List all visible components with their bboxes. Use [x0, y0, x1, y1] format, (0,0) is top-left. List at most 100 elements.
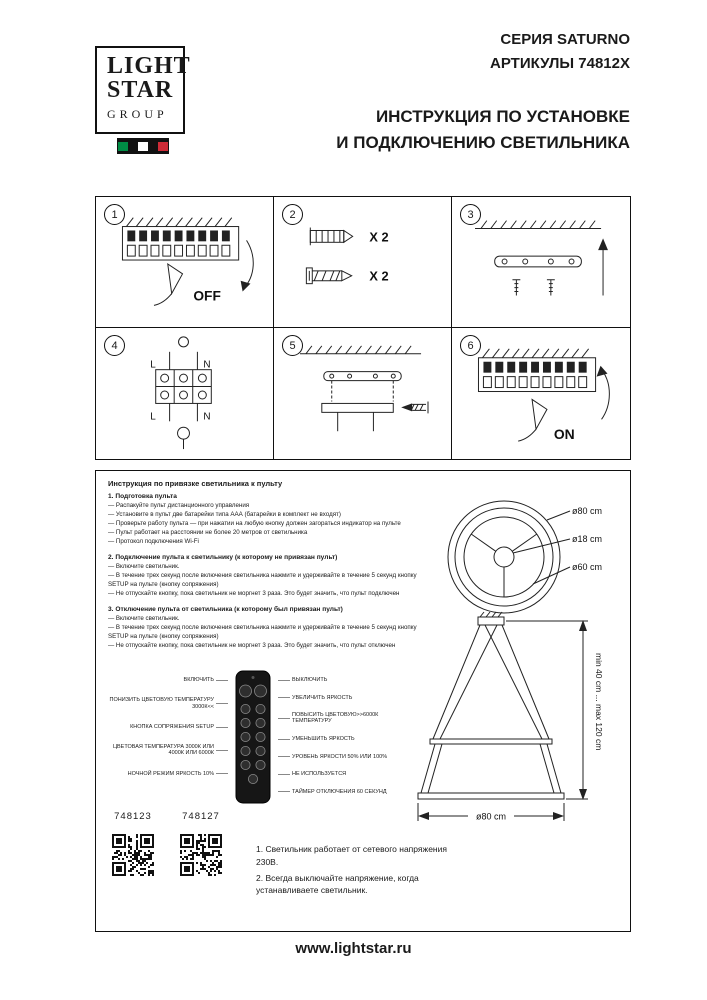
lamp-side-view-diagram: min 40 cm ... max 120 cm ø80 cm — [417, 611, 604, 822]
lamp-top-view-diagram: ø80 cm ø18 cm ø60 cm — [447, 500, 602, 614]
step-1-breaker-off: 1 OFF — [96, 197, 274, 328]
leader-line — [216, 679, 228, 681]
website-url: www.lightstar.ru — [295, 940, 412, 957]
remote-button-label-right: УРОВЕНЬ ЯРКОСТИ 50% ИЛИ 100% — [276, 754, 414, 760]
logo-word-group: GROUP — [107, 107, 168, 122]
step-number: 1 — [104, 204, 125, 225]
step-4-wiring: 4 L N L N — [96, 328, 274, 459]
pairing-instruction-item: — Включите светильник. — [108, 614, 180, 622]
safety-note: 1. Светильник работает от сетевого напря… — [256, 844, 447, 867]
step-number: 3 — [460, 204, 481, 225]
remote-button-label-right: УМЕНЬШИТЬ ЯРКОСТЬ — [276, 736, 414, 742]
remote-button-label-right: ВЫКЛЮЧИТЬ — [276, 677, 414, 683]
pairing-section-3: 3. Отключение пульта от светильника (к к… — [108, 606, 422, 651]
off-label: OFF — [193, 288, 221, 303]
leader-line — [278, 773, 290, 775]
remote-button-label-left: ВКЛЮЧИТЬ — [102, 677, 230, 683]
italian-flag-icon — [117, 138, 169, 154]
installation-steps-grid: 1 OFF 2 — [95, 196, 631, 460]
terminal-drawing: L N L N — [150, 336, 212, 450]
on-label: ON — [554, 426, 575, 442]
remote-button-label-right: ПОВЫСИТЬ ЦВЕТОВУЮ>>6000К ТЕМПЕРАТУРУ — [276, 712, 414, 725]
step-number: 2 — [282, 204, 303, 225]
curved-arrow-icon — [240, 280, 251, 292]
qr-code — [112, 834, 154, 876]
pairing-instruction-item: — Пульт работает на расстоянии не более … — [108, 528, 308, 536]
leader-line — [216, 703, 228, 705]
remote-control-icon — [235, 670, 271, 804]
safety-note: 2. Всегда выключайте напряжение, когда у… — [256, 872, 419, 896]
lightstar-logo: LIGHT STAR GROUP — [95, 46, 191, 134]
pairing-instruction-item: — Установите в пульт две батарейки типа … — [108, 510, 341, 518]
pairing-section-heading: 2. Подключение пульта к светильнику (к к… — [108, 553, 338, 561]
wire-n-bottom-label: N — [203, 411, 210, 422]
breaker-on-drawing: ON — [477, 348, 610, 442]
bottom-diameter-label: ø80 cm — [476, 812, 506, 822]
leader-line — [278, 679, 290, 681]
remote-pairing-panel: Инструкция по привязке светильника к пул… — [95, 470, 631, 932]
leader-line — [278, 738, 290, 740]
bracket-drawing — [475, 220, 608, 296]
wire-l-bottom-label: L — [150, 411, 156, 422]
dim-arrow-down-icon — [579, 789, 587, 800]
pairing-instruction-item: — Не отпускайте кнопку, пока светильник … — [108, 589, 400, 597]
step-2-fasteners: 2 X 2 X 2 — [274, 197, 452, 328]
up-arrow-icon — [598, 238, 608, 251]
fasteners-drawing: X 2 X 2 — [305, 227, 389, 285]
logo-word-star: STAR — [107, 76, 174, 103]
remote-button-label-right: ТАЙМЕР ОТКЛЮЧЕНИЯ 60 СЕКУНД — [276, 789, 414, 795]
step-number: 5 — [282, 335, 303, 356]
pairing-section-heading: 1. Подготовка пульта — [108, 493, 177, 500]
leader-line — [278, 697, 290, 699]
step-number: 6 — [460, 335, 481, 356]
qty-anchor-label: X 2 — [369, 229, 388, 244]
logo-word-light: LIGHT — [107, 53, 191, 79]
step-3-bracket: 3 — [452, 197, 630, 328]
curved-arrow-icon — [596, 365, 608, 377]
leader-line — [278, 791, 290, 793]
pointing-hand-icon — [167, 262, 184, 296]
inner-diameter-label: ø60 cm — [572, 562, 602, 572]
model-748123: 748123 — [112, 811, 154, 876]
step-5-canopy: 5 — [274, 328, 452, 459]
document-header: СЕРИЯ SATURNO АРТИКУЛЫ 74812X ИНСТРУКЦИЯ… — [336, 28, 630, 155]
step-6-breaker-on: 6 ON — [452, 328, 630, 459]
dim-arrow-left-icon — [418, 812, 429, 820]
model-number: 748127 — [182, 811, 220, 822]
outer-diameter-label: ø80 cm — [572, 506, 602, 516]
dim-arrow-up-icon — [579, 620, 587, 631]
remote-button-label-right: НЕ ИСПОЛЬЗУЕТСЯ — [276, 771, 414, 777]
pairing-instruction-item: — Включите светильник. — [108, 562, 180, 570]
hub-diameter-label: ø18 cm — [572, 534, 602, 544]
qty-screw-label: X 2 — [369, 269, 388, 284]
series-title: СЕРИЯ SATURNO — [500, 31, 630, 48]
remote-button-label-left: НОЧНОЙ РЕЖИМ ЯРКОСТЬ 10% — [102, 771, 230, 777]
article-number: АРТИКУЛЫ 74812X — [490, 55, 630, 72]
remote-button-label-left: КНОПКА СОПРЯЖЕНИЯ SETUP — [102, 724, 230, 730]
height-range-label: min 40 cm ... max 120 cm — [594, 653, 604, 750]
pairing-title: Инструкция по привязке светильника к пул… — [108, 479, 283, 488]
pairing-instruction-item: — В течение трех секунд после включения … — [108, 571, 417, 588]
dim-arrow-right-icon — [553, 812, 564, 820]
canopy-drawing — [299, 345, 429, 432]
page-title: ИНСТРУКЦИЯ ПО УСТАНОВКЕ И ПОДКЛЮЧЕНИЮ СВ… — [336, 107, 630, 152]
pointing-hand-icon — [531, 398, 548, 431]
wire-l-top-label: L — [150, 360, 156, 371]
pairing-instruction-item: — Распакуйте пульт дистанционного управл… — [108, 502, 250, 509]
remote-button-label-left: ЦВЕТОВАЯ ТЕМПЕРАТУРА 3000К ИЛИ 4000К ИЛИ… — [102, 744, 230, 757]
pairing-instructions: Инструкция по привязке светильника к пул… — [108, 479, 422, 658]
wire-n-top-label: N — [203, 360, 210, 371]
left-arrow-icon — [401, 403, 413, 412]
pairing-section-heading: 3. Отключение пульта от светильника (к к… — [108, 605, 343, 613]
leader-line — [216, 749, 228, 751]
model-number: 748123 — [114, 811, 152, 822]
model-numbers: 748123 748127 — [112, 811, 222, 876]
pairing-instruction-item: — Проверьте работу пульта — при нажатии … — [108, 519, 401, 527]
breaker-off-drawing: OFF — [121, 217, 254, 306]
leader-line — [278, 756, 290, 758]
step-number: 4 — [104, 335, 125, 356]
pairing-instruction-item: — В течение трех секунд после включения … — [108, 623, 417, 640]
pairing-instruction-item: — Протокол подключения Wi-Fi — [108, 537, 199, 545]
pairing-section-2: 2. Подключение пульта к светильнику (к к… — [108, 554, 422, 599]
